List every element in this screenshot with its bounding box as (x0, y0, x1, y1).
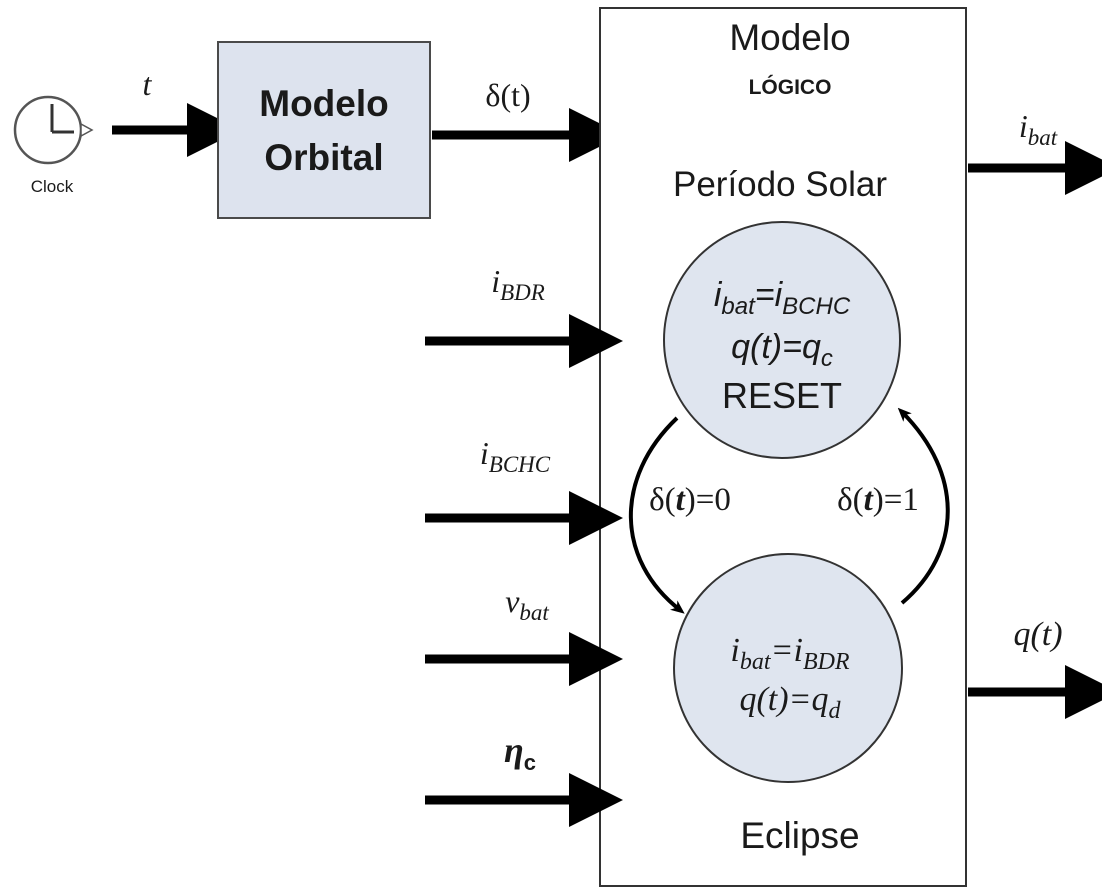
signal-eta-c-label: ηc (504, 730, 536, 775)
state-eclipse: ibat=iBDR q(t)=qd (673, 553, 903, 783)
logic-title-line1: Modelo (729, 17, 850, 58)
clock-label: Clock (31, 177, 74, 196)
state-solar-reset: RESET (722, 375, 842, 416)
transition-to-eclipse-label: δ(t)=0 (649, 482, 731, 518)
clock-block: Clock (13, 95, 94, 196)
orbital-line1: Modelo (259, 83, 388, 124)
eclipse-label: Eclipse (740, 815, 859, 856)
state-eclipse-eq1: ibat=iBDR (730, 632, 850, 675)
state-eclipse-eq2: q(t)=qd (739, 681, 841, 724)
orbital-model-block: Modelo Orbital (217, 41, 431, 219)
transition-solar-to-eclipse (628, 416, 685, 614)
signal-i-bat-out-label: ibat (1019, 108, 1058, 150)
signal-delta-label: δ(t) (485, 77, 530, 113)
transition-to-solar-label: δ(t)=1 (837, 482, 919, 518)
state-solar-eq2: q(t)=qc (731, 328, 833, 372)
signal-q-out-label: q(t) (1013, 616, 1062, 653)
state-solar: ibat=iBCHC q(t)=qc RESET (663, 221, 901, 459)
signal-v-bat-label: vbat (505, 583, 549, 625)
signal-t-label: t (143, 66, 153, 102)
logic-title-line2: LÓGICO (749, 75, 832, 99)
signal-i-bdr-label: iBDR (491, 263, 545, 305)
signal-i-bchc-label: iBCHC (480, 435, 551, 477)
transition-eclipse-to-solar (897, 407, 950, 605)
clock-icon (13, 95, 94, 165)
solar-period-label: Período Solar (673, 165, 887, 204)
state-solar-eq1: ibat=iBCHC (714, 276, 851, 320)
orbital-line2: Orbital (264, 137, 383, 178)
